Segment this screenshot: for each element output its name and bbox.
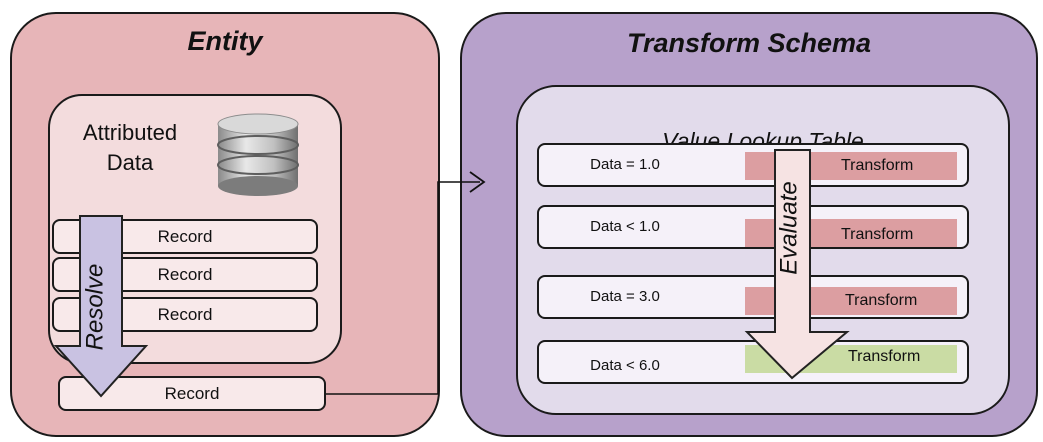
evaluate-arrow (744, 149, 850, 380)
condition-2: Data < 1.0 (590, 218, 660, 235)
condition-4: Data < 6.0 (590, 357, 660, 374)
transform-label-3: Transform (845, 292, 918, 309)
attributed-label-line2: Data (106, 150, 154, 175)
entity-title: Entity (187, 26, 263, 56)
resolve-label: Resolve (60, 244, 130, 370)
transform-label-1: Transform (841, 157, 914, 174)
transform-label-2: Transform (841, 226, 914, 243)
attributed-label-line1: Attributed (82, 120, 178, 145)
connector-line (326, 181, 480, 395)
transform-schema-title: Transform Schema (626, 28, 872, 58)
resolve-arrow (53, 215, 149, 398)
condition-1: Data = 1.0 (590, 156, 660, 173)
evaluate-label-text: Evaluate (776, 181, 803, 275)
attributed-data-label: Attributed Data (60, 118, 200, 178)
evaluate-label: Evaluate (760, 158, 820, 298)
connector-arrowhead (469, 171, 486, 193)
transform-cell-4: Transform (745, 345, 957, 373)
condition-3: Data = 3.0 (590, 288, 660, 305)
transform-label-4: Transform (848, 348, 921, 365)
resolve-label-text: Resolve (81, 263, 108, 351)
